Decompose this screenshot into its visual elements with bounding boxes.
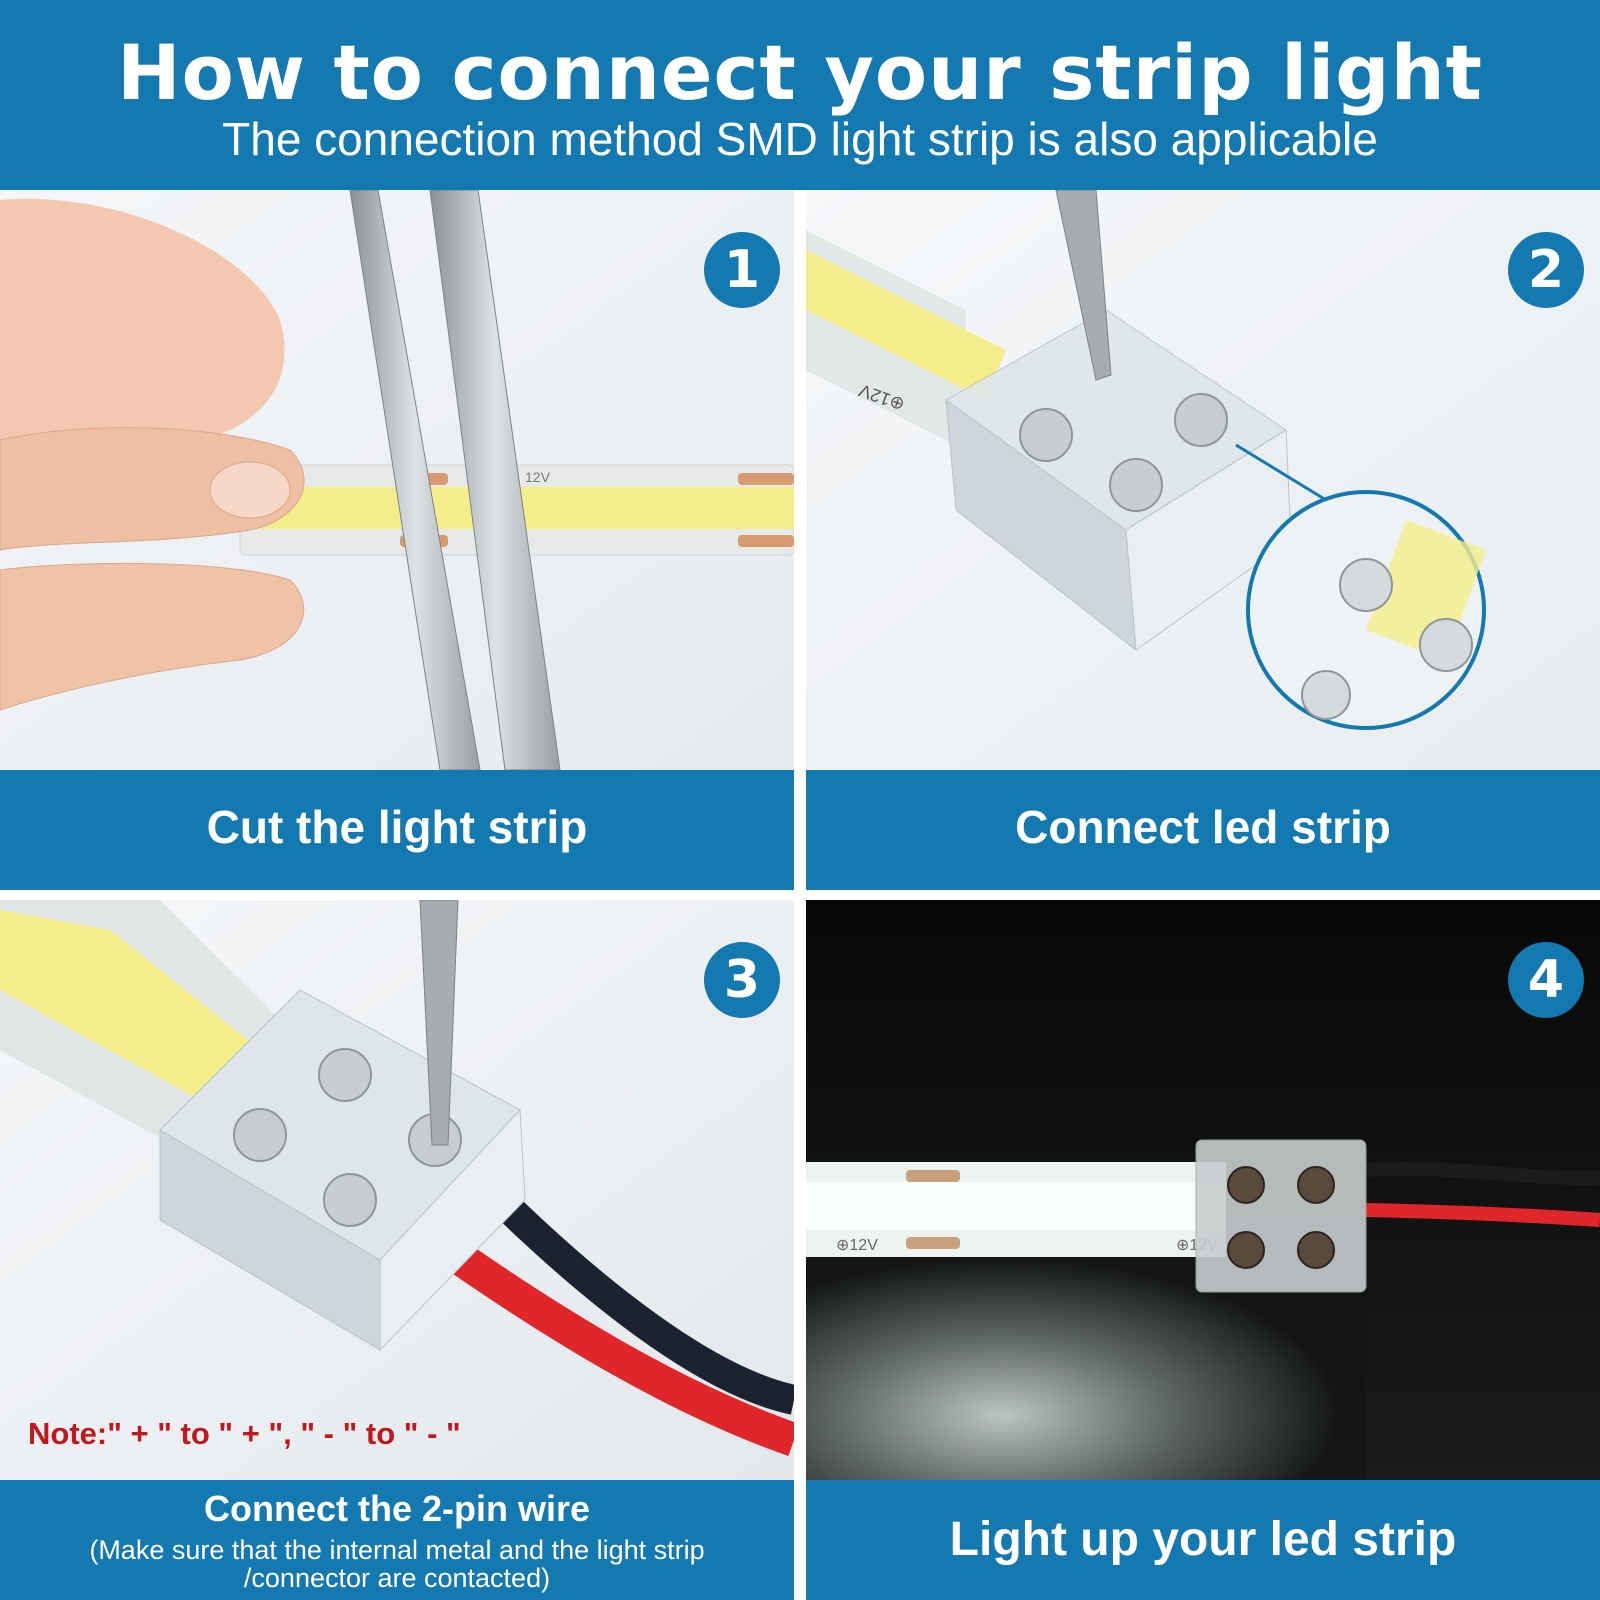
step-3-detail-line-1: (Make sure that the internal metal and t… [89, 1535, 705, 1565]
step-2-badge: 2 [1508, 232, 1584, 308]
strip-voltage-marking-4: ⊕12V [836, 1237, 878, 1254]
step-1-caption-bar: Cut the light strip [0, 770, 794, 890]
step-3-caption: Connect the 2-pin wire [203, 1488, 591, 1529]
step-4-photo: ⊕12V ⊕12V [806, 900, 1600, 1480]
step-4-panel: ⊕12V ⊕12V 4 Light up your led strip [806, 900, 1600, 1600]
step-2-photo: ⊕12V [806, 190, 1600, 770]
step-3-panel: 3 Note:" + " to " + ", " - " to " - " Co… [0, 900, 794, 1600]
step-4-caption-bar: Light up your led strip [806, 1480, 1600, 1600]
page-subtitle: The connection method SMD light strip is… [222, 113, 1378, 165]
header-banner: How to connect your strip light The conn… [0, 0, 1600, 190]
polarity-note: Note:" + " to " + ", " - " to " - " [28, 1416, 461, 1451]
step-2-panel: ⊕12V 2 Connect led strip [806, 190, 1600, 890]
strip-voltage-label: 12V [525, 469, 551, 485]
step-1-panel: 12V 1 Cut the light strip [0, 190, 794, 890]
step-3-caption-bar: Connect the 2-pin wire (Make sure that t… [0, 1480, 794, 1600]
step-4-caption: Light up your led strip [949, 1513, 1457, 1566]
step-2-caption-bar: Connect led strip [806, 770, 1600, 890]
step-1-caption: Cut the light strip [206, 801, 588, 853]
step-4-badge: 4 [1508, 942, 1584, 1018]
step-3-photo [0, 900, 794, 1480]
step-3-badge: 3 [704, 942, 780, 1018]
step-3-detail-line-2: /connector are contacted) [243, 1563, 551, 1593]
step-2-caption: Connect led strip [1015, 801, 1391, 853]
step-1-badge: 1 [704, 232, 780, 308]
page-title: How to connect your strip light [116, 28, 1484, 117]
step-3-detail: (Make sure that the internal metal and t… [20, 1536, 774, 1592]
step-1-photo: 12V [0, 190, 794, 770]
